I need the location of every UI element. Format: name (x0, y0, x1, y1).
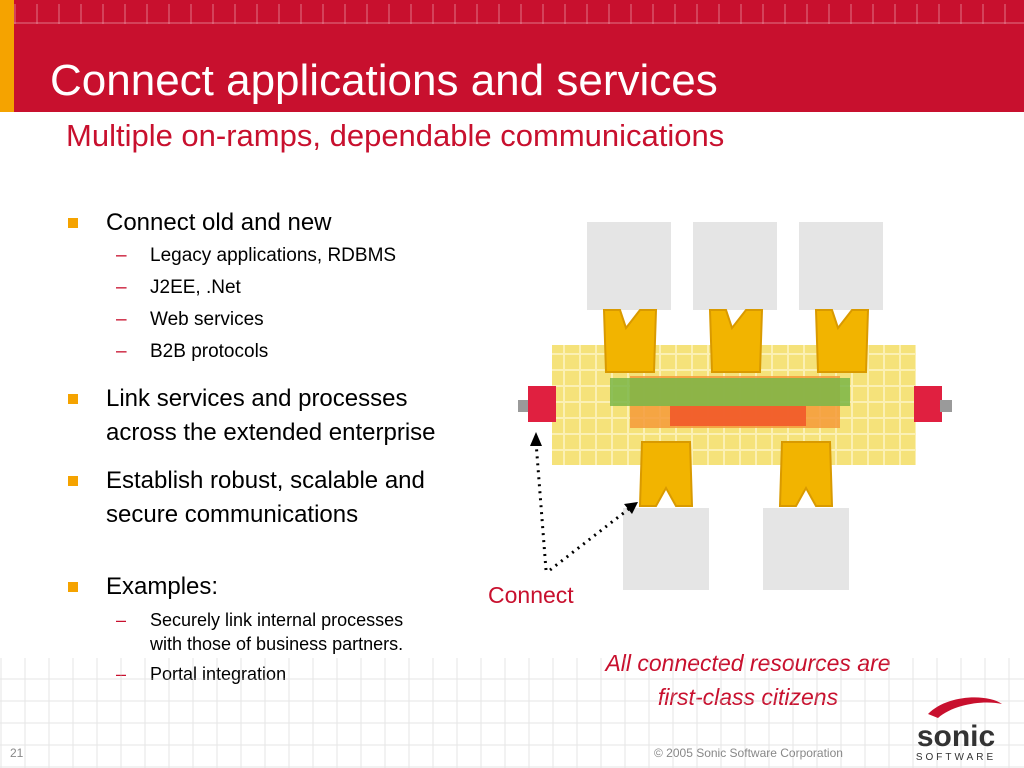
sub-bullet-securely: – Securely link internal processes with … (62, 608, 502, 656)
sub-bullet-legacy-label: Legacy applications, RDBMS (150, 245, 397, 266)
bullet-connect-label: Connect old and new (106, 209, 332, 236)
dash-icon: – (116, 277, 127, 298)
bullet-connect: Connect old and new (62, 206, 502, 240)
page-number: 21 (10, 746, 24, 760)
connector-bottom-2 (778, 441, 834, 507)
caption-line-2: first-class citizens (657, 684, 839, 710)
bullet-examples: Examples: (62, 570, 502, 604)
bullet-link-line-2: across the extended enterprise (106, 419, 436, 446)
resource-box-bottom-2 (763, 508, 849, 590)
sub-bullet-b2b-label: B2B protocols (150, 341, 269, 362)
dash-icon: – (116, 610, 127, 630)
bullet-list: Connect old and new – Legacy applications… (62, 206, 502, 686)
sub-bullet-web-services: – Web services (62, 304, 502, 336)
sub-bullet-b2b: – B2B protocols (62, 336, 502, 368)
arrow-connect-up (534, 441, 548, 571)
connect-label: Connect (488, 582, 574, 608)
slide-subtitle: Multiple on-ramps, dependable communicat… (66, 118, 725, 153)
copyright: © 2005 Sonic Software Corporation (654, 746, 843, 760)
caption-line-1: All connected resources are (605, 650, 891, 676)
sub-bullet-web-services-label: Web services (150, 309, 264, 330)
bullet-square-icon (68, 476, 78, 486)
diagram-caption: All connected resources are first-class … (548, 646, 948, 714)
sub-bullet-legacy: – Legacy applications, RDBMS (62, 240, 502, 272)
bus-red-core (670, 406, 806, 426)
resource-box-top-1 (587, 222, 671, 310)
sonic-logo: sonic SOFTWARE (916, 697, 1002, 763)
sub-bullet-j2ee: – J2EE, .Net (62, 272, 502, 304)
footer-grid-pattern (0, 658, 1024, 768)
arrowhead-up-icon (530, 432, 542, 446)
bus-end-left (528, 386, 556, 422)
sub-bullet-j2ee-label: J2EE, .Net (150, 277, 241, 298)
connector-bottom-1 (638, 441, 694, 507)
bullet-square-icon (68, 218, 78, 228)
arrow-connect-right (549, 506, 631, 572)
arrowhead-right-icon (624, 502, 638, 514)
logo-subtext: SOFTWARE (916, 752, 996, 763)
bus-green-band (610, 378, 850, 406)
dash-icon: – (116, 341, 127, 362)
sub-bullet-securely-line-2: with those of business partners. (150, 634, 404, 654)
logo-text: sonic (917, 720, 995, 753)
bullet-square-icon (68, 394, 78, 404)
bullet-link-line-1: Link services and processes (106, 385, 408, 412)
resource-box-top-2 (693, 222, 777, 310)
bullet-link: Link services and processes across the e… (62, 382, 502, 450)
sub-bullet-portal-label: Portal integration (150, 664, 287, 684)
header-grid-pattern (14, 4, 1024, 24)
connector-top-2 (708, 309, 764, 373)
logo-swoosh-icon (928, 697, 1002, 718)
connector-top-3 (814, 309, 870, 373)
bus-end-right (914, 386, 942, 422)
sub-bullet-portal: – Portal integration (62, 662, 502, 686)
bullet-examples-label: Examples: (106, 573, 219, 600)
resource-box-bottom-1 (623, 508, 709, 590)
bullet-establish: Establish robust, scalable and secure co… (62, 464, 502, 532)
connector-top-1 (602, 309, 658, 373)
bus-pin-right (940, 400, 952, 412)
dash-icon: – (116, 664, 127, 684)
slide-title: Connect applications and services (50, 56, 718, 105)
dash-icon: – (116, 309, 127, 330)
bullet-establish-line-2: secure communications (106, 501, 359, 528)
header-accent-stripe (0, 0, 14, 112)
slide-header: Connect applications and services (0, 0, 1024, 112)
resource-box-top-3 (799, 222, 883, 310)
dash-icon: – (116, 245, 127, 266)
bullet-square-icon (68, 582, 78, 592)
bus-pin-left (518, 400, 530, 412)
connectivity-diagram (518, 222, 952, 590)
bullet-establish-line-1: Establish robust, scalable and (106, 467, 425, 494)
sub-bullet-securely-line-1: Securely link internal processes (150, 610, 404, 630)
